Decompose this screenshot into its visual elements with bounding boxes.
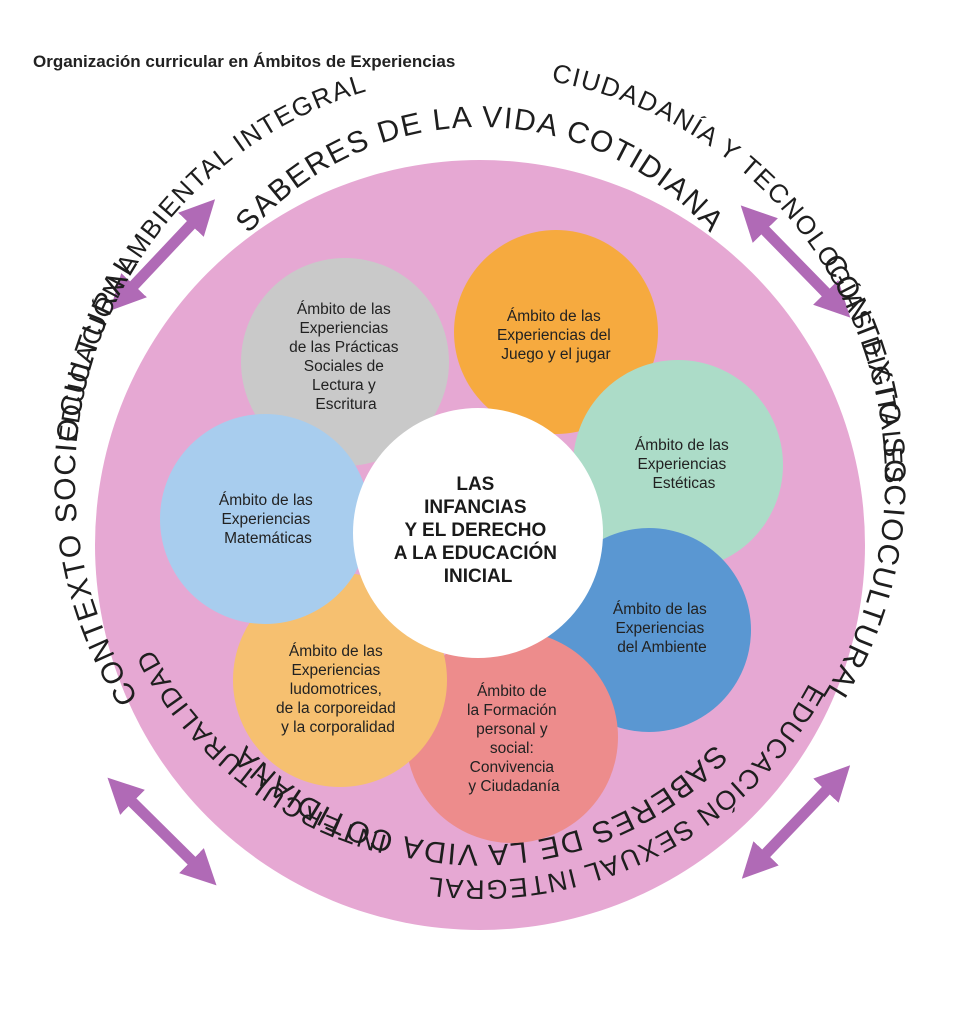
center-text: LAS INFANCIAS Y EL DERECHO A LA EDUCACIÓ… — [394, 474, 563, 587]
petal-lectura-text: Ámbito de las Experiencias de las Prácti… — [289, 301, 403, 413]
petal-formacion — [406, 631, 618, 843]
petal-ludomotrices-text: Ámbito de las Experiencias ludomotrices,… — [276, 643, 400, 736]
petal-esteticas — [573, 360, 783, 570]
arrow-top-right — [740, 205, 851, 318]
petal-matematicas-text: Ámbito de las Experiencias Matemáticas — [219, 492, 317, 547]
arrow-top-left — [109, 199, 216, 311]
center-circle — [353, 408, 603, 658]
petal-ambiente-text: Ámbito de las Experiencias del Ambiente — [613, 601, 711, 656]
petal-juego — [454, 230, 658, 434]
arrow-bottom-right — [741, 765, 851, 879]
petal-ludomotrices — [233, 573, 447, 787]
petal-matematicas — [160, 414, 370, 624]
arrow-bottom-left — [107, 777, 217, 886]
petal-formacion-text: Ámbito de la Formación personal y social… — [467, 683, 561, 795]
petal-lectura — [241, 258, 449, 466]
petal-esteticas-text: Ámbito de las Experiencias Estéticas — [635, 437, 733, 492]
page-title: Organización curricular en Ámbitos de Ex… — [33, 52, 456, 71]
petal-juego-text: Ámbito de las Experiencias del Juego y e… — [497, 308, 615, 363]
